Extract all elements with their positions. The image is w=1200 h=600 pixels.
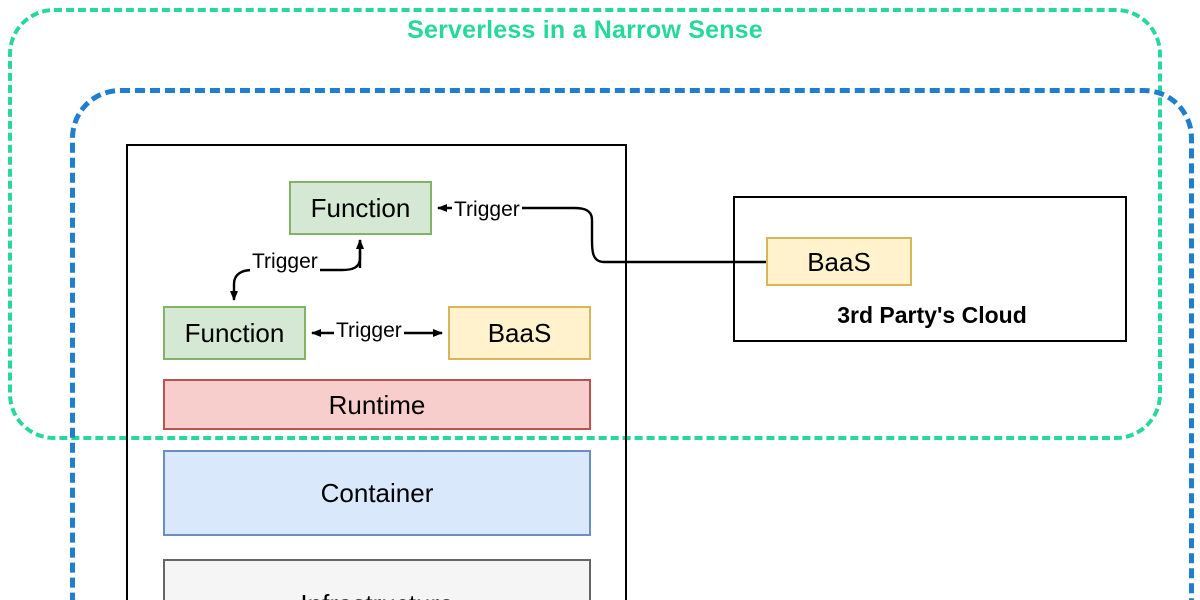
node-baas-third-party[interactable]: BaaS (766, 237, 912, 286)
node-runtime-label: Runtime (328, 389, 426, 420)
scope-broad-sense-boundary (70, 88, 1194, 600)
node-container[interactable]: Container (163, 450, 591, 536)
node-function-top[interactable]: Function (289, 181, 432, 235)
panel-own-cloud (126, 144, 627, 600)
node-function-bottom[interactable]: Function (163, 306, 306, 360)
edge-trigger-from-third-party (437, 204, 766, 264)
node-container-label: Container (320, 478, 434, 508)
edge-label-trigger-from-third-party: Trigger (452, 198, 522, 222)
edge-label-trigger-top-to-bottom: Trigger (250, 250, 320, 274)
scope-narrow-sense-boundary (8, 8, 1162, 440)
node-baas-own-cloud[interactable]: BaaS (448, 306, 591, 360)
node-infrastructure-label: Infrastructure (300, 591, 453, 600)
node-function-bottom-label: Function (184, 318, 285, 348)
node-baas-own-cloud-label: BaaS (487, 318, 552, 348)
diagram-title: Serverless in a Narrow Sense (407, 16, 763, 44)
node-baas-third-party-label: BaaS (807, 246, 871, 277)
node-runtime[interactable]: Runtime (163, 379, 591, 430)
panel-third-party-cloud: 3rd Party's Cloud (733, 196, 1127, 342)
panel-third-party-cloud-label: 3rd Party's Cloud (837, 302, 1027, 328)
node-infrastructure[interactable]: Infrastructure (163, 559, 591, 600)
edge-label-trigger-function-baas: Trigger (334, 319, 404, 343)
node-function-top-label: Function (310, 193, 411, 223)
